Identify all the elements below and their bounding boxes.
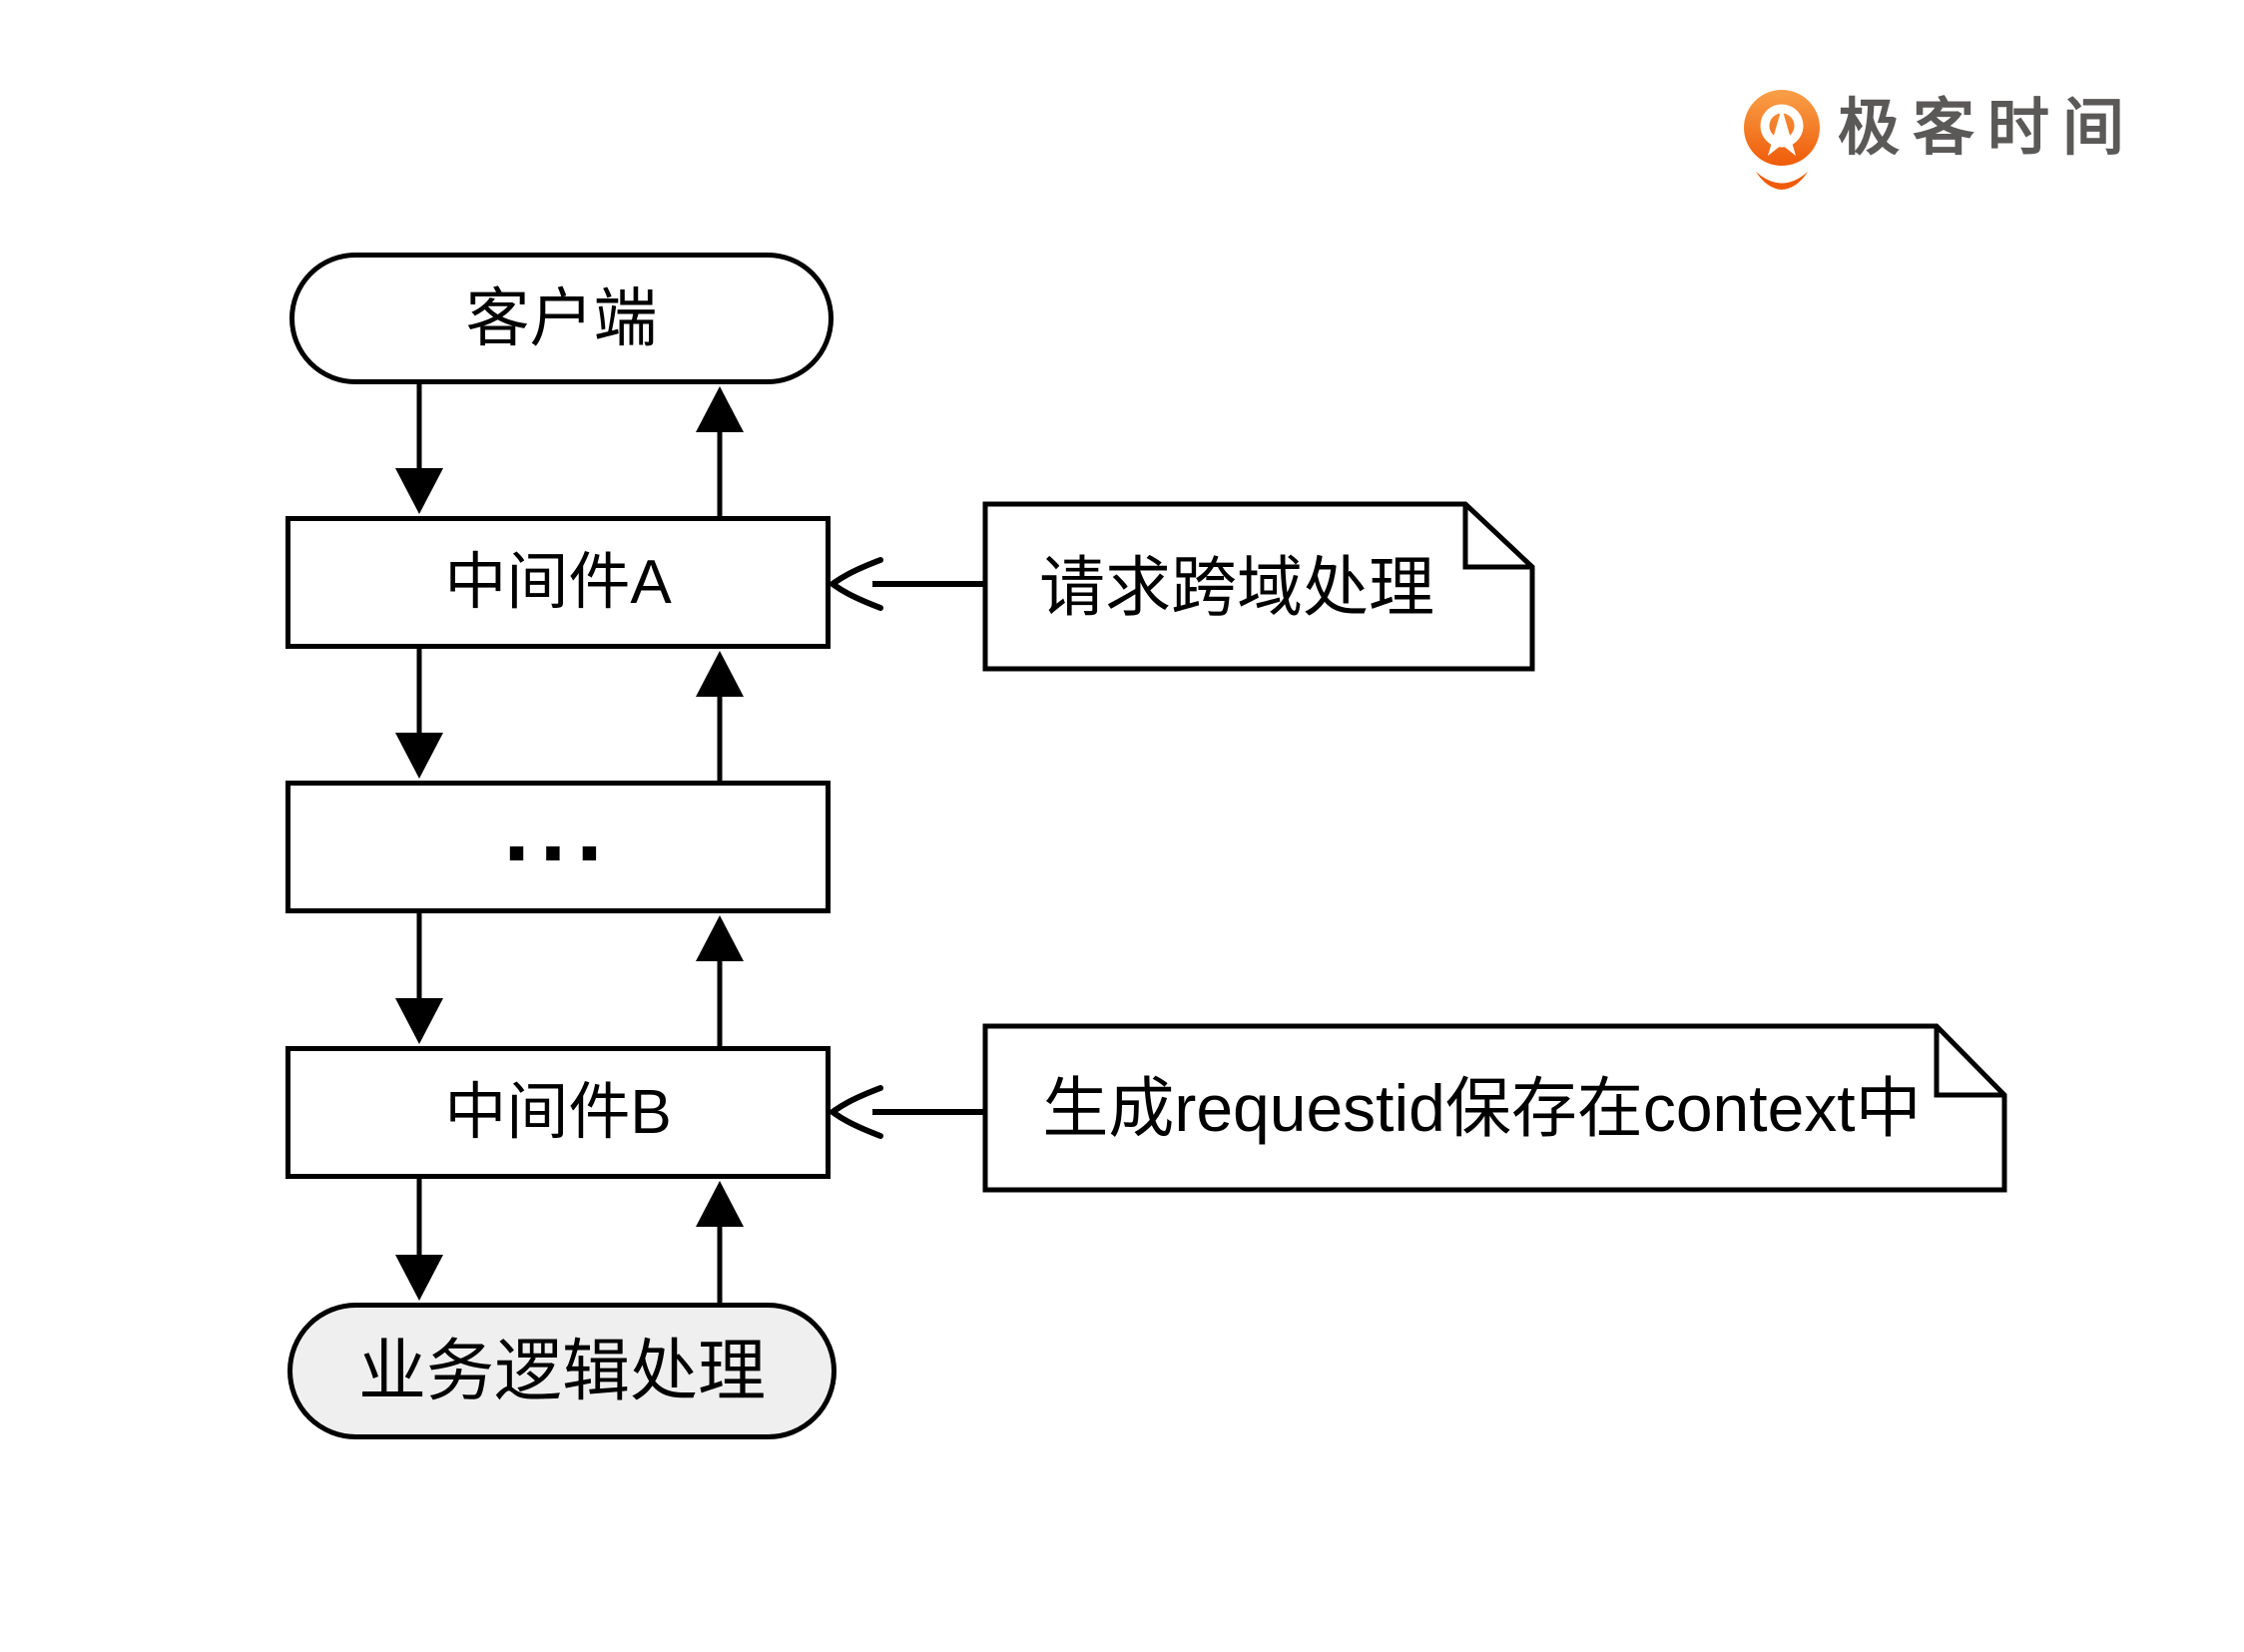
- down-arrows: [395, 384, 443, 1301]
- node-business-logic-label: 业务逻辑处理: [357, 1333, 766, 1409]
- geektime-logo-icon: [1744, 90, 1820, 190]
- note-requestid: 生成requestid保存在context中: [985, 1026, 2004, 1190]
- node-middleware-a-label: 中间件A: [444, 547, 672, 617]
- brand-name: 极客时间: [1838, 94, 2138, 163]
- node-middleware-a: 中间件A: [285, 516, 831, 649]
- node-business-logic: 业务逻辑处理: [287, 1303, 837, 1439]
- node-client-label: 客户端: [465, 282, 658, 354]
- up-arrows: [696, 386, 744, 1303]
- node-client: 客户端: [289, 253, 834, 384]
- note-shape-cors: [982, 501, 1535, 672]
- node-middleware-gap-label: ...: [503, 776, 613, 881]
- note-shape-requestid: [982, 1023, 2007, 1193]
- note-cors-label: 请求跨域处理: [1039, 549, 1434, 624]
- brand-logo: 极客时间: [1742, 88, 2137, 196]
- node-middleware-b: 中间件B: [285, 1046, 831, 1179]
- note-cors: 请求跨域处理: [985, 504, 1532, 669]
- node-middleware-gap: ...: [285, 781, 831, 913]
- note-connectors: [827, 557, 983, 1139]
- note-requestid-label: 生成requestid保存在context中: [1042, 1071, 1922, 1145]
- node-middleware-b-label: 中间件B: [444, 1077, 672, 1147]
